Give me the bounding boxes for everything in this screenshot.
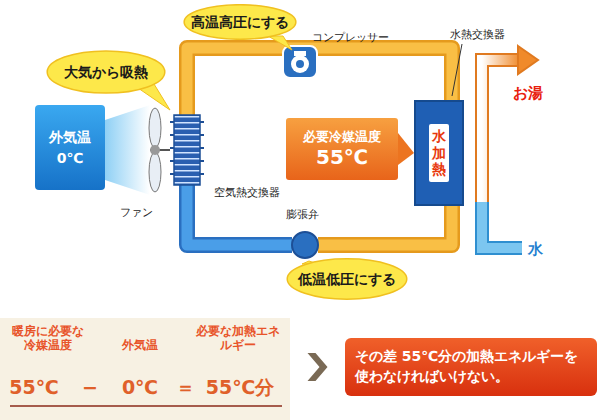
node-text: 0℃ — [122, 376, 158, 399]
equation-band — [0, 318, 290, 420]
result-box: その差 55℃分の加熱エネルギーを使わなければいけない。 — [345, 338, 597, 396]
node-text: ＝ — [176, 376, 195, 399]
part-label: ファン — [120, 206, 153, 219]
chevron-arrow — [308, 353, 328, 381]
refrigerant-pipe — [187, 48, 452, 245]
node-text: その差 55℃分の加熱エネルギーを使わなければいけない。 — [355, 347, 587, 386]
speech-bubble: 低温低圧にする — [286, 258, 408, 300]
node-text: 必要冷媒温度 — [303, 129, 381, 145]
expansion-valve — [292, 232, 318, 258]
node-text: 必要な加熱エネルギー — [192, 324, 284, 353]
compressor-symbol — [283, 46, 317, 78]
hot-water-label: お湯 — [513, 84, 543, 102]
part-label: コンプレッサー — [312, 31, 389, 44]
outdoor-temp-box: 外気温 0℃ — [35, 105, 105, 190]
required-temp-box: 必要冷媒温度55℃ — [286, 118, 398, 180]
node-text: 0℃ — [57, 150, 84, 167]
heat-arrow — [398, 133, 414, 165]
node-text: 55℃ — [9, 376, 58, 399]
node-text: 水加熱 — [429, 124, 449, 182]
underline — [10, 405, 282, 407]
speech-bubble: 大気から吸熱 — [46, 50, 166, 94]
part-label: 水熱交換器 — [450, 28, 505, 41]
equation-panel: 暖房に必要な冷媒温度 外気温 必要な加熱エネルギー 55℃ − 0℃ ＝ 55℃分 — [0, 318, 290, 420]
node-text: 55℃分 — [206, 376, 274, 399]
node-text: 外気温 — [122, 338, 158, 352]
part-label: 空気熱交換器 — [214, 186, 280, 199]
node-text: − — [82, 376, 98, 399]
node-text: 55℃ — [316, 145, 368, 169]
leader-line — [452, 44, 462, 96]
air-flow — [105, 105, 150, 195]
part-label: 膨張弁 — [286, 208, 319, 221]
node-text: 低温低圧にする — [298, 271, 396, 288]
bubble-tail — [268, 36, 292, 50]
node-text: 高温高圧にする — [191, 14, 289, 31]
speech-bubble: 高温高圧にする — [183, 4, 297, 40]
water-label: 水 — [528, 240, 543, 258]
water-heat-exchanger: 水加熱 — [414, 100, 464, 206]
air-heat-exchanger — [170, 115, 204, 185]
node-text: 大気から吸熱 — [64, 64, 148, 81]
fan-symbol — [149, 108, 170, 192]
node-text: 暖房に必要な冷媒温度 — [8, 324, 88, 353]
node-text: 外気温 — [49, 129, 91, 146]
water-pipe — [482, 46, 538, 248]
